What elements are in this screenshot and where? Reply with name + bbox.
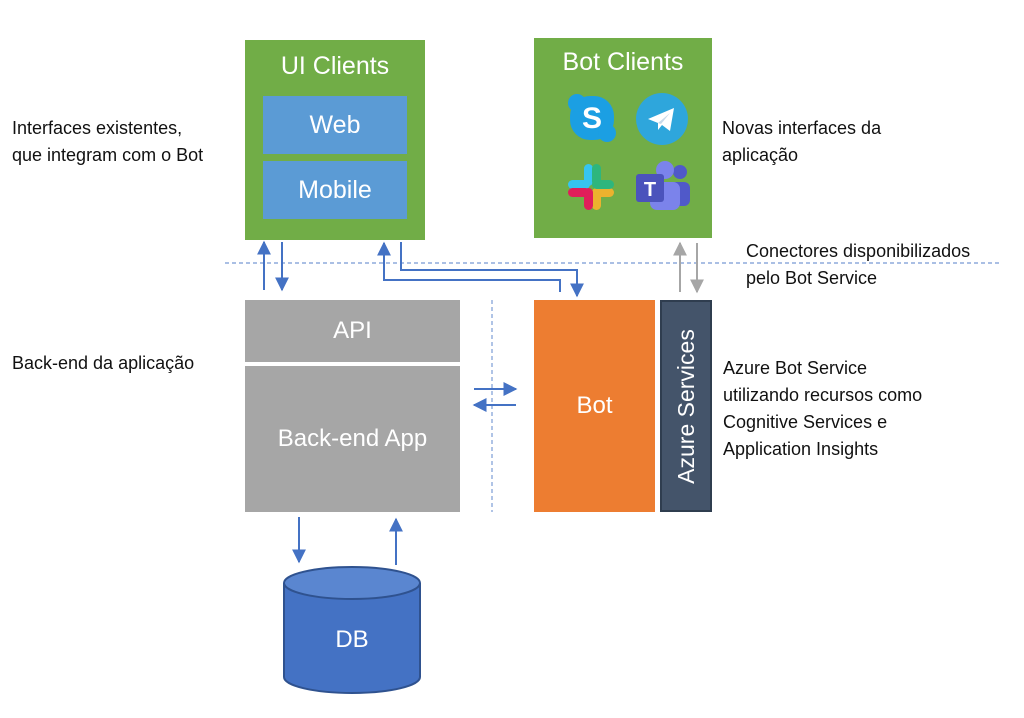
api-box: API xyxy=(245,300,460,362)
bot-label: Bot xyxy=(576,392,613,419)
db-label: DB xyxy=(335,626,369,653)
bot-clients-title: Bot Clients xyxy=(562,48,684,76)
existing-interfaces-line-1: Interfaces existentes, xyxy=(12,118,183,138)
web-client-box: Web xyxy=(263,96,407,154)
db-label-box: DB xyxy=(282,615,422,665)
azure-bot-service-note: Azure Bot Service utilizando recursos co… xyxy=(723,355,922,463)
existing-interfaces-note: Interfaces existentes, que integram com … xyxy=(12,115,203,169)
azure-note-line-2: utilizando recursos como xyxy=(723,385,923,405)
bot-to-ui-arrow xyxy=(377,241,561,292)
ui-clients-panel: UI Clients Web Mobile xyxy=(245,40,425,240)
backend-note: Back-end da aplicação xyxy=(12,350,194,377)
mobile-client-box: Mobile xyxy=(263,161,407,219)
svg-text:T: T xyxy=(644,179,656,201)
db-cylinder xyxy=(283,566,421,694)
mobile-client-label: Mobile xyxy=(298,175,372,204)
connectors-note: Conectores disponibilizados pelo Bot Ser… xyxy=(746,238,970,292)
new-interfaces-note: Novas interfaces da aplicação xyxy=(722,115,881,169)
bot-box: Bot xyxy=(534,300,655,512)
api-label: API xyxy=(333,317,372,344)
azure-note-line-4: Application Insights xyxy=(723,439,879,459)
new-interfaces-line-1: Novas interfaces da xyxy=(722,118,882,138)
ui-clients-title: UI Clients xyxy=(280,52,390,80)
skype-icon: S xyxy=(568,94,616,142)
new-interfaces-line-2: aplicação xyxy=(722,145,799,165)
slack-icon xyxy=(568,164,614,210)
connectors-line-2: pelo Bot Service xyxy=(746,268,878,288)
azure-note-line-1: Azure Bot Service xyxy=(723,358,868,378)
ui-to-bot-arrow xyxy=(400,242,584,298)
existing-interfaces-line-2: que integram com o Bot xyxy=(12,145,204,165)
backend-app-label: Back-end App xyxy=(277,425,428,452)
web-client-label: Web xyxy=(309,110,361,139)
telegram-icon xyxy=(636,93,688,145)
teams-icon: T xyxy=(636,161,690,210)
svg-text:S: S xyxy=(582,102,602,135)
backend-note-text: Back-end da aplicação xyxy=(12,353,195,373)
azure-services-box: Azure Services xyxy=(660,300,712,512)
backend-app-box: Back-end App xyxy=(245,366,460,512)
bot-clients-panel: Bot Clients S T xyxy=(534,38,712,238)
connectors-line-1: Conectores disponibilizados xyxy=(746,241,971,261)
azure-note-line-3: Cognitive Services e xyxy=(723,412,888,432)
